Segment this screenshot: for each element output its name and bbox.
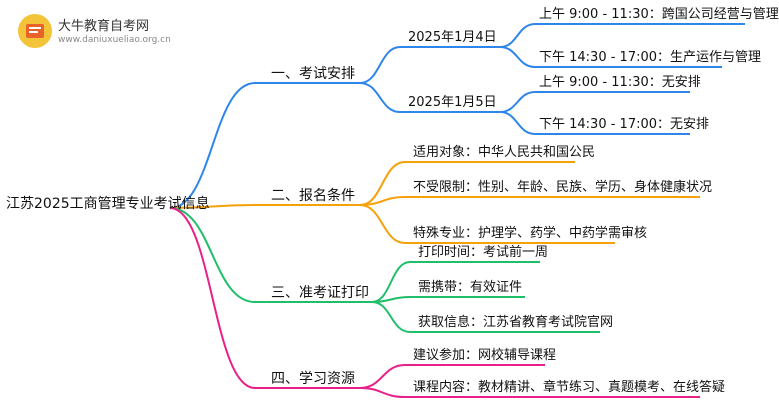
child-connector	[359, 196, 406, 206]
logo-subtitle: www.daniuxueliao.org.cn	[58, 35, 171, 45]
subtopic: 需携带：有效证件	[418, 280, 523, 295]
subtopic: 课程内容：教材精讲、章节练习、真题模考、在线答疑	[413, 380, 726, 395]
logo-title: 大牛教育自考网	[58, 19, 150, 34]
subtopic: 特殊专业：护理学、药学、中药学需审核	[413, 226, 648, 241]
subtopic: 适用对象：中华人民共和国公民	[413, 145, 596, 160]
site-logo: 大牛教育自考网 www.daniuxueliao.org.cn	[18, 12, 218, 52]
branch-topic: 二、报名条件	[271, 188, 355, 204]
child-connector	[359, 364, 406, 389]
child-connector	[371, 261, 411, 303]
schedule-item: 下午 14:30 - 17:00：生产运作与管理	[539, 50, 762, 65]
child-connector	[359, 161, 406, 206]
subtopic: 打印时间：考试前一周	[418, 245, 549, 260]
child-connector	[359, 204, 406, 244]
branch-connector	[169, 207, 256, 303]
branch-connector	[169, 207, 256, 389]
leaf-connector	[499, 111, 536, 135]
schedule-item: 上午 9:00 - 11:30：无安排	[539, 75, 701, 90]
subtopic: 不受限制：性别、年龄、民族、学历、身体健康状况	[413, 180, 713, 195]
child-connector	[371, 301, 411, 333]
child-connector	[359, 387, 406, 398]
branch-topic: 三、准考证打印	[271, 285, 369, 301]
leaf-connector	[499, 91, 536, 113]
subtopic: 2025年1月5日	[408, 95, 497, 110]
root-topic: 江苏2025工商管理专业考试信息	[6, 196, 210, 212]
branch-topic: 一、考试安排	[271, 66, 355, 82]
branch-connector	[169, 204, 256, 209]
leaf-connector	[499, 46, 536, 68]
child-connector	[359, 82, 401, 113]
branch-connector	[169, 82, 256, 209]
schedule-item: 上午 9:00 - 11:30：跨国公司经营与管理	[539, 7, 779, 22]
child-connector	[359, 46, 401, 84]
leaf-connector	[499, 23, 536, 48]
subtopic: 2025年1月4日	[408, 30, 497, 45]
mind-map	[169, 23, 745, 398]
subtopic: 建议参加：网校辅导课程	[413, 348, 557, 363]
branch-topic: 四、学习资源	[271, 371, 355, 387]
book-icon	[18, 14, 52, 48]
schedule-item: 下午 14:30 - 17:00：无安排	[539, 117, 710, 132]
subtopic: 获取信息：江苏省教育考试院官网	[418, 315, 614, 330]
